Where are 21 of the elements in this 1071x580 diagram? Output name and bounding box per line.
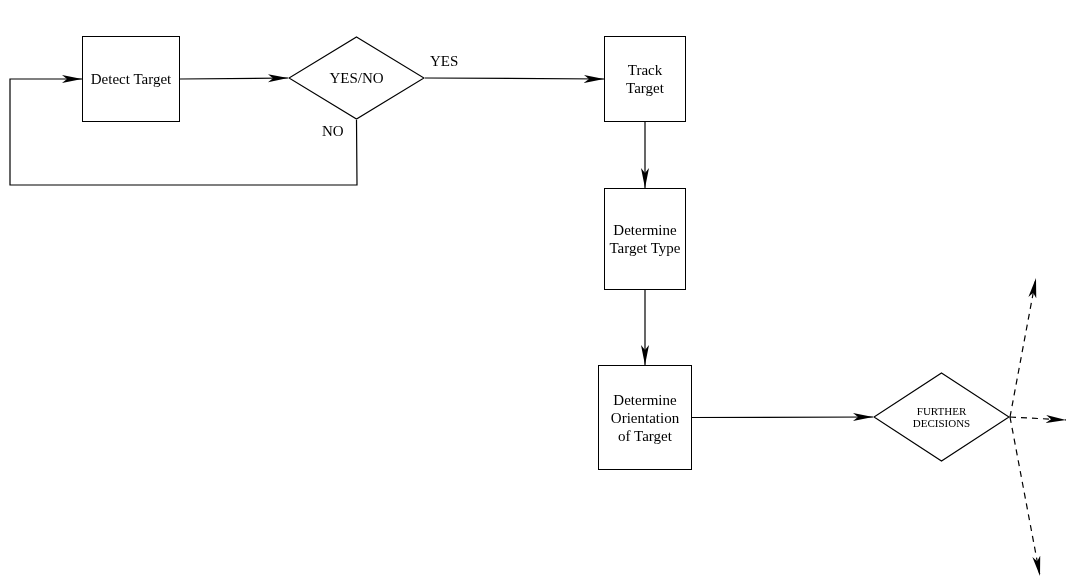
- arrow: [691, 413, 874, 422]
- arrow: [641, 121, 649, 189]
- node-text: Track Target: [625, 61, 665, 97]
- dashed-arrow: [1009, 414, 1067, 423]
- process-box: [604, 188, 686, 290]
- node-text: YES/NO: [328, 69, 385, 87]
- arrow: [641, 289, 649, 366]
- arrow: [179, 74, 289, 83]
- arrow: [424, 74, 605, 83]
- decision-diamond: [288, 36, 425, 120]
- node-text: Determine Target Type: [608, 221, 682, 257]
- process-box: [82, 36, 180, 122]
- node-text: Detect Target: [89, 70, 173, 88]
- decision-diamond: [873, 372, 1010, 462]
- dashed-arrow: [1009, 277, 1037, 418]
- node-text: Determine Orientation of Target: [609, 390, 681, 445]
- process-box: [604, 36, 686, 122]
- process-box: [598, 365, 692, 470]
- dashed-arrow: [1009, 416, 1041, 577]
- node-text: FURTHER DECISIONS: [911, 405, 972, 429]
- arrow: [9, 75, 358, 186]
